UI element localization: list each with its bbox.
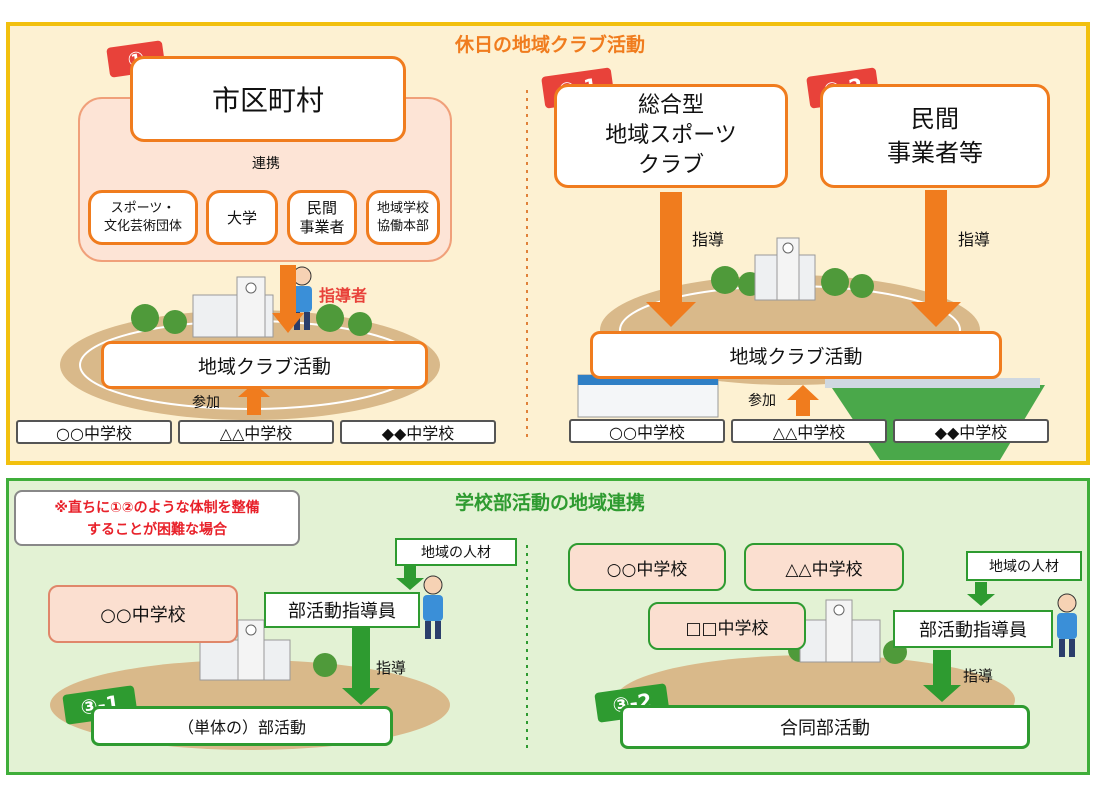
local-talent-box: 地域の人材 [966,551,1082,581]
guide-label-2: 指導 [958,230,991,249]
difficulty-note: ※直ちに①②のような体制を整備 することが困難な場合 [14,490,300,546]
school-diamond: ◆◆中学校 [893,419,1049,443]
school-club-title: 学校部活動の地域連携 [454,492,645,514]
right-join-label: 参加 [748,393,776,409]
partner-culture-sports: スポーツ・ 文化芸術団体 [88,190,198,245]
school-diamond: ◆◆中学校 [340,420,496,444]
school-sankaku: △△中学校 [744,543,904,591]
link-label: 連携 [252,156,280,172]
school-building-icon [192,276,274,338]
instructor-label: 指導者 [319,286,368,305]
club-instructor-box: 部活動指導員 [893,610,1053,648]
holiday-club-title: 休日の地域クラブ活動 [454,34,645,56]
school-oo: ○○中学校 [48,585,238,643]
school-building-icon [799,599,881,663]
left-club-activity-box: 地域クラブ活動 [101,341,428,389]
school-square: □□中学校 [648,602,806,650]
municipality-box: 市区町村 [130,56,406,142]
joint-club-activity-box: 合同部活動 [620,705,1030,749]
club-instructor-box: 部活動指導員 [264,592,420,628]
private-business-box: 民間 事業者等 [820,84,1050,188]
right-club-activity-box: 地域クラブ活動 [590,331,1002,379]
instructor-person-icon [1057,593,1077,657]
school-oo: ○○中学校 [569,419,725,443]
school-sankaku: △△中学校 [178,420,334,444]
school-building-icon [199,619,291,681]
local-talent-box: 地域の人材 [395,538,517,566]
partner-private-business: 民間 事業者 [287,190,357,245]
guide-label-1: 指導 [692,230,725,249]
guide-label: 指導 [963,667,994,685]
partner-school-community-hq: 地域学校 協働本部 [366,190,440,245]
left-join-label: 参加 [192,395,220,411]
school-oo: ○○中学校 [568,543,726,591]
instructor-person-icon [423,575,443,639]
school-building-icon [754,237,816,301]
sports-club-box: 総合型 地域スポーツ クラブ [554,84,788,188]
partner-university: 大学 [206,190,278,245]
school-building-icon [577,374,719,418]
guide-label: 指導 [376,659,407,677]
school-oo: ○○中学校 [16,420,172,444]
single-club-activity-box: （単体の）部活動 [91,706,393,746]
school-sankaku: △△中学校 [731,419,887,443]
guide-arrows [342,565,995,705]
